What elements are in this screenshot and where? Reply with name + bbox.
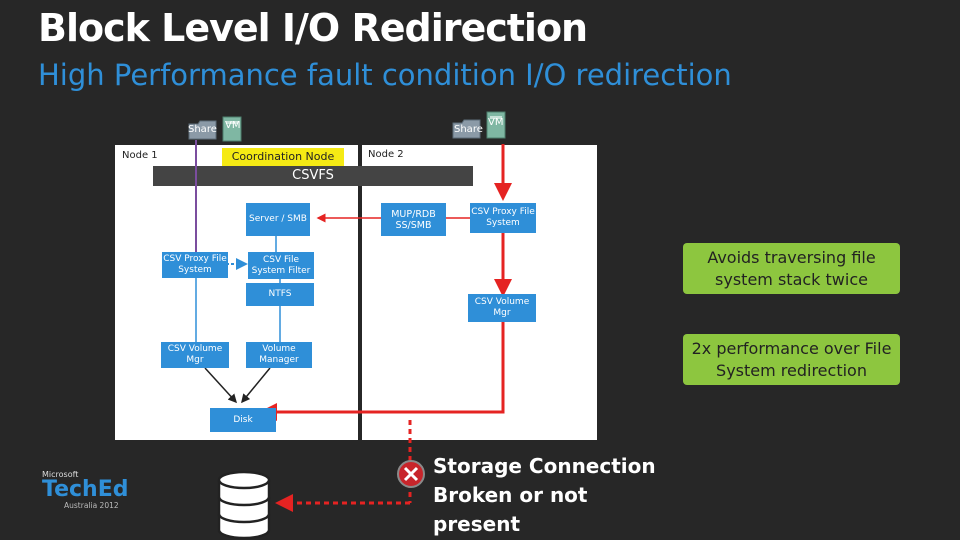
node1-share-vm: Share VM: [188, 115, 248, 145]
server-smb-box: Server / SMB: [246, 203, 310, 236]
share-label: Share: [188, 124, 217, 135]
callout-2x-performance: 2x performance over File System redirect…: [683, 334, 900, 385]
error-x-icon: [397, 460, 425, 488]
csv-volume-mgr-box-node1: CSV Volume Mgr: [161, 342, 229, 368]
ntfs-box: NTFS: [246, 283, 314, 306]
csv-file-system-filter-box: CSV File System Filter: [248, 252, 314, 279]
vm-label: VM: [225, 120, 241, 131]
share-folder-icon: [188, 120, 217, 140]
node2-label: Node 2: [368, 149, 404, 160]
storage-status-text: Storage Connection Broken or not present: [433, 454, 656, 536]
vm-icon: [486, 111, 506, 139]
csv-volume-mgr-box-node2: CSV Volume Mgr: [468, 294, 536, 322]
microsoft-label: Microsoft: [42, 470, 79, 479]
csvfs-bar: CSVFS: [153, 166, 473, 186]
slide-subtitle: High Performance fault condition I/O red…: [38, 58, 732, 92]
mup-rdb-box: MUP/RDB SS/SMB: [381, 203, 446, 236]
database-icon: [217, 470, 271, 540]
callout-avoids-traversing: Avoids traversing file system stack twic…: [683, 243, 900, 294]
share-label: Share: [454, 124, 483, 135]
event-label: Australia 2012: [64, 501, 119, 510]
teched-logo: Microsoft TechEd Australia 2012: [42, 470, 132, 515]
slide-title: Block Level I/O Redirection: [38, 6, 588, 50]
volume-manager-box: Volume Manager: [246, 342, 312, 368]
teched-label: TechEd: [42, 477, 129, 502]
csv-proxy-fs-box-node2: CSV Proxy File System: [470, 203, 536, 233]
node2-share-vm: Share VM: [452, 110, 512, 144]
node1-label: Node 1: [122, 150, 158, 161]
node1-panel: [115, 145, 358, 440]
csv-proxy-fs-box: CSV Proxy File System: [162, 252, 228, 278]
vm-label: VM: [488, 117, 504, 128]
node2-panel: [362, 145, 597, 440]
share-folder-icon: [452, 119, 481, 139]
coordination-node-label: Coordination Node: [222, 148, 344, 166]
disk-box: Disk: [210, 408, 276, 432]
vm-icon: [222, 116, 242, 142]
